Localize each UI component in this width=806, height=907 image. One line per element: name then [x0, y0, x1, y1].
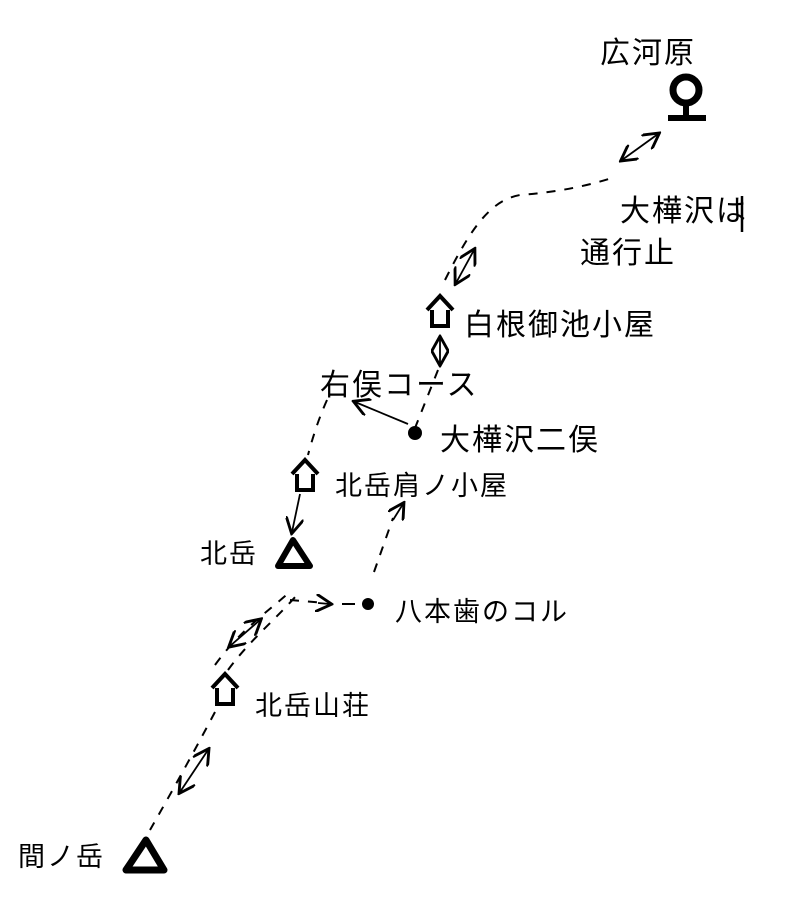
route-segment [214, 589, 293, 666]
label-sanso: 北岳山荘 [255, 691, 371, 722]
label-ainodake: 間ノ岳 [18, 842, 105, 873]
route-okanbasawa [444, 177, 613, 281]
route-arrow [318, 603, 330, 604]
hut-icon [425, 293, 455, 328]
route-segment [289, 599, 326, 604]
route-segment [149, 711, 216, 831]
label-shiranemiike: 白根御池小屋 [464, 308, 656, 343]
label-closure-1: 大樺沢は [620, 194, 748, 229]
label-kitadake: 北岳 [200, 539, 258, 570]
route-arrow [456, 250, 474, 283]
label-hachihonba: 八本歯のコル [395, 597, 569, 628]
route-arrow [355, 402, 409, 425]
route-arrow [622, 134, 658, 160]
route-arrow [230, 620, 260, 646]
route-migimata [307, 399, 328, 456]
label-hirogawara: 広河原 [600, 36, 696, 71]
summit-icon [122, 836, 168, 874]
label-closure-2: 通行止 [580, 236, 676, 271]
label-futamata: 大樺沢二俣 [440, 423, 600, 458]
route-segment [227, 595, 297, 671]
bus-stop-icon [668, 73, 706, 121]
label-migimata: 右俣コース [320, 368, 479, 403]
waypoint-icon [408, 426, 422, 440]
route-segment [373, 517, 394, 573]
hut-icon [210, 671, 240, 706]
route-arrow [292, 493, 300, 532]
summit-icon [275, 537, 313, 569]
hut-icon [290, 457, 320, 492]
route-arrow [393, 504, 403, 520]
label-katanokoya: 北岳肩ノ小屋 [335, 471, 509, 502]
route-arrow [180, 750, 208, 792]
waypoint-icon [362, 598, 374, 610]
